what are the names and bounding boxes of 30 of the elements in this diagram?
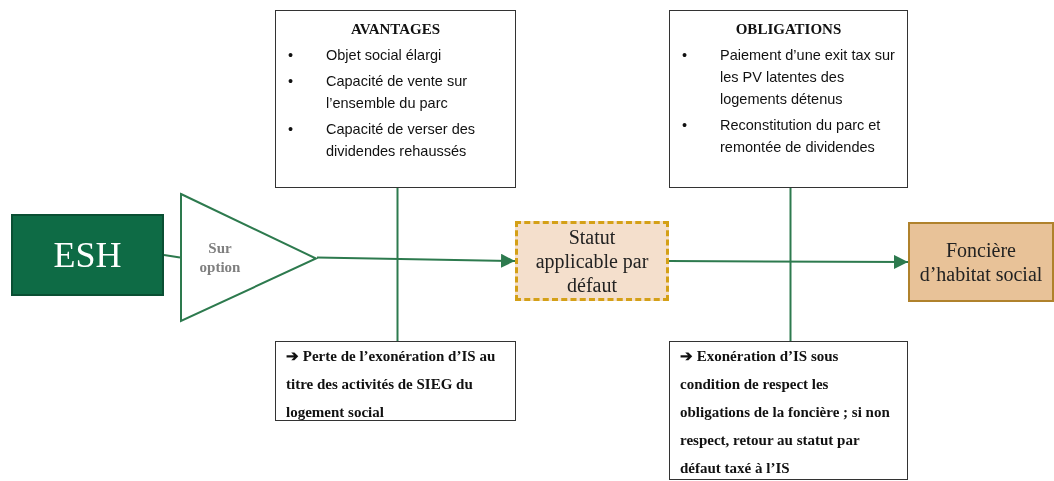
process-box [515,221,669,301]
note-text: ➔ Exonération d’IS sous condition de respect les obligations de la foncière ; si non respect, retour au statut par défaut taxé à l’IS [679,347,891,478]
shape-label: Sur option [198,239,242,277]
box-heading: OBLIGATIONS [734,21,843,38]
bullet-marker: • [682,116,688,135]
process-box [908,222,1054,302]
box-label: Foncière d’habitat social [918,238,1044,286]
connector-line [163,254,181,259]
arrow [668,254,909,269]
bullet-marker: • [288,46,294,65]
bullet-text: Capacité de verser des dividendes rehaussés [326,121,476,159]
text-box [275,341,516,421]
box-label: ESH [53,234,122,276]
bullet-marker: • [288,120,294,139]
box-heading: AVANTAGES [349,21,442,38]
bullet-text: Objet social élargi [326,47,442,63]
bullet-text: Reconstitution du parc et remontée de dividendes [720,117,881,155]
process-box [11,214,164,296]
bullet-marker: • [288,72,294,91]
bullet-text: Capacité de vente sur l’ensemble du parc [326,73,468,111]
arrow [316,253,516,268]
text-box [669,10,908,188]
text-box [275,10,516,188]
text-box [669,341,908,480]
connector-line [789,187,792,342]
bullet-marker: • [682,46,688,65]
bullet-text: Paiement d’une exit tax sur les PV latentes des logements détenus [720,47,895,107]
note-text: ➔ Perte de l’exonération d’IS au titre des activités de SIEG du logement social [285,347,497,422]
connector-line [396,187,399,342]
box-label: Statut applicable par défaut [534,225,650,297]
